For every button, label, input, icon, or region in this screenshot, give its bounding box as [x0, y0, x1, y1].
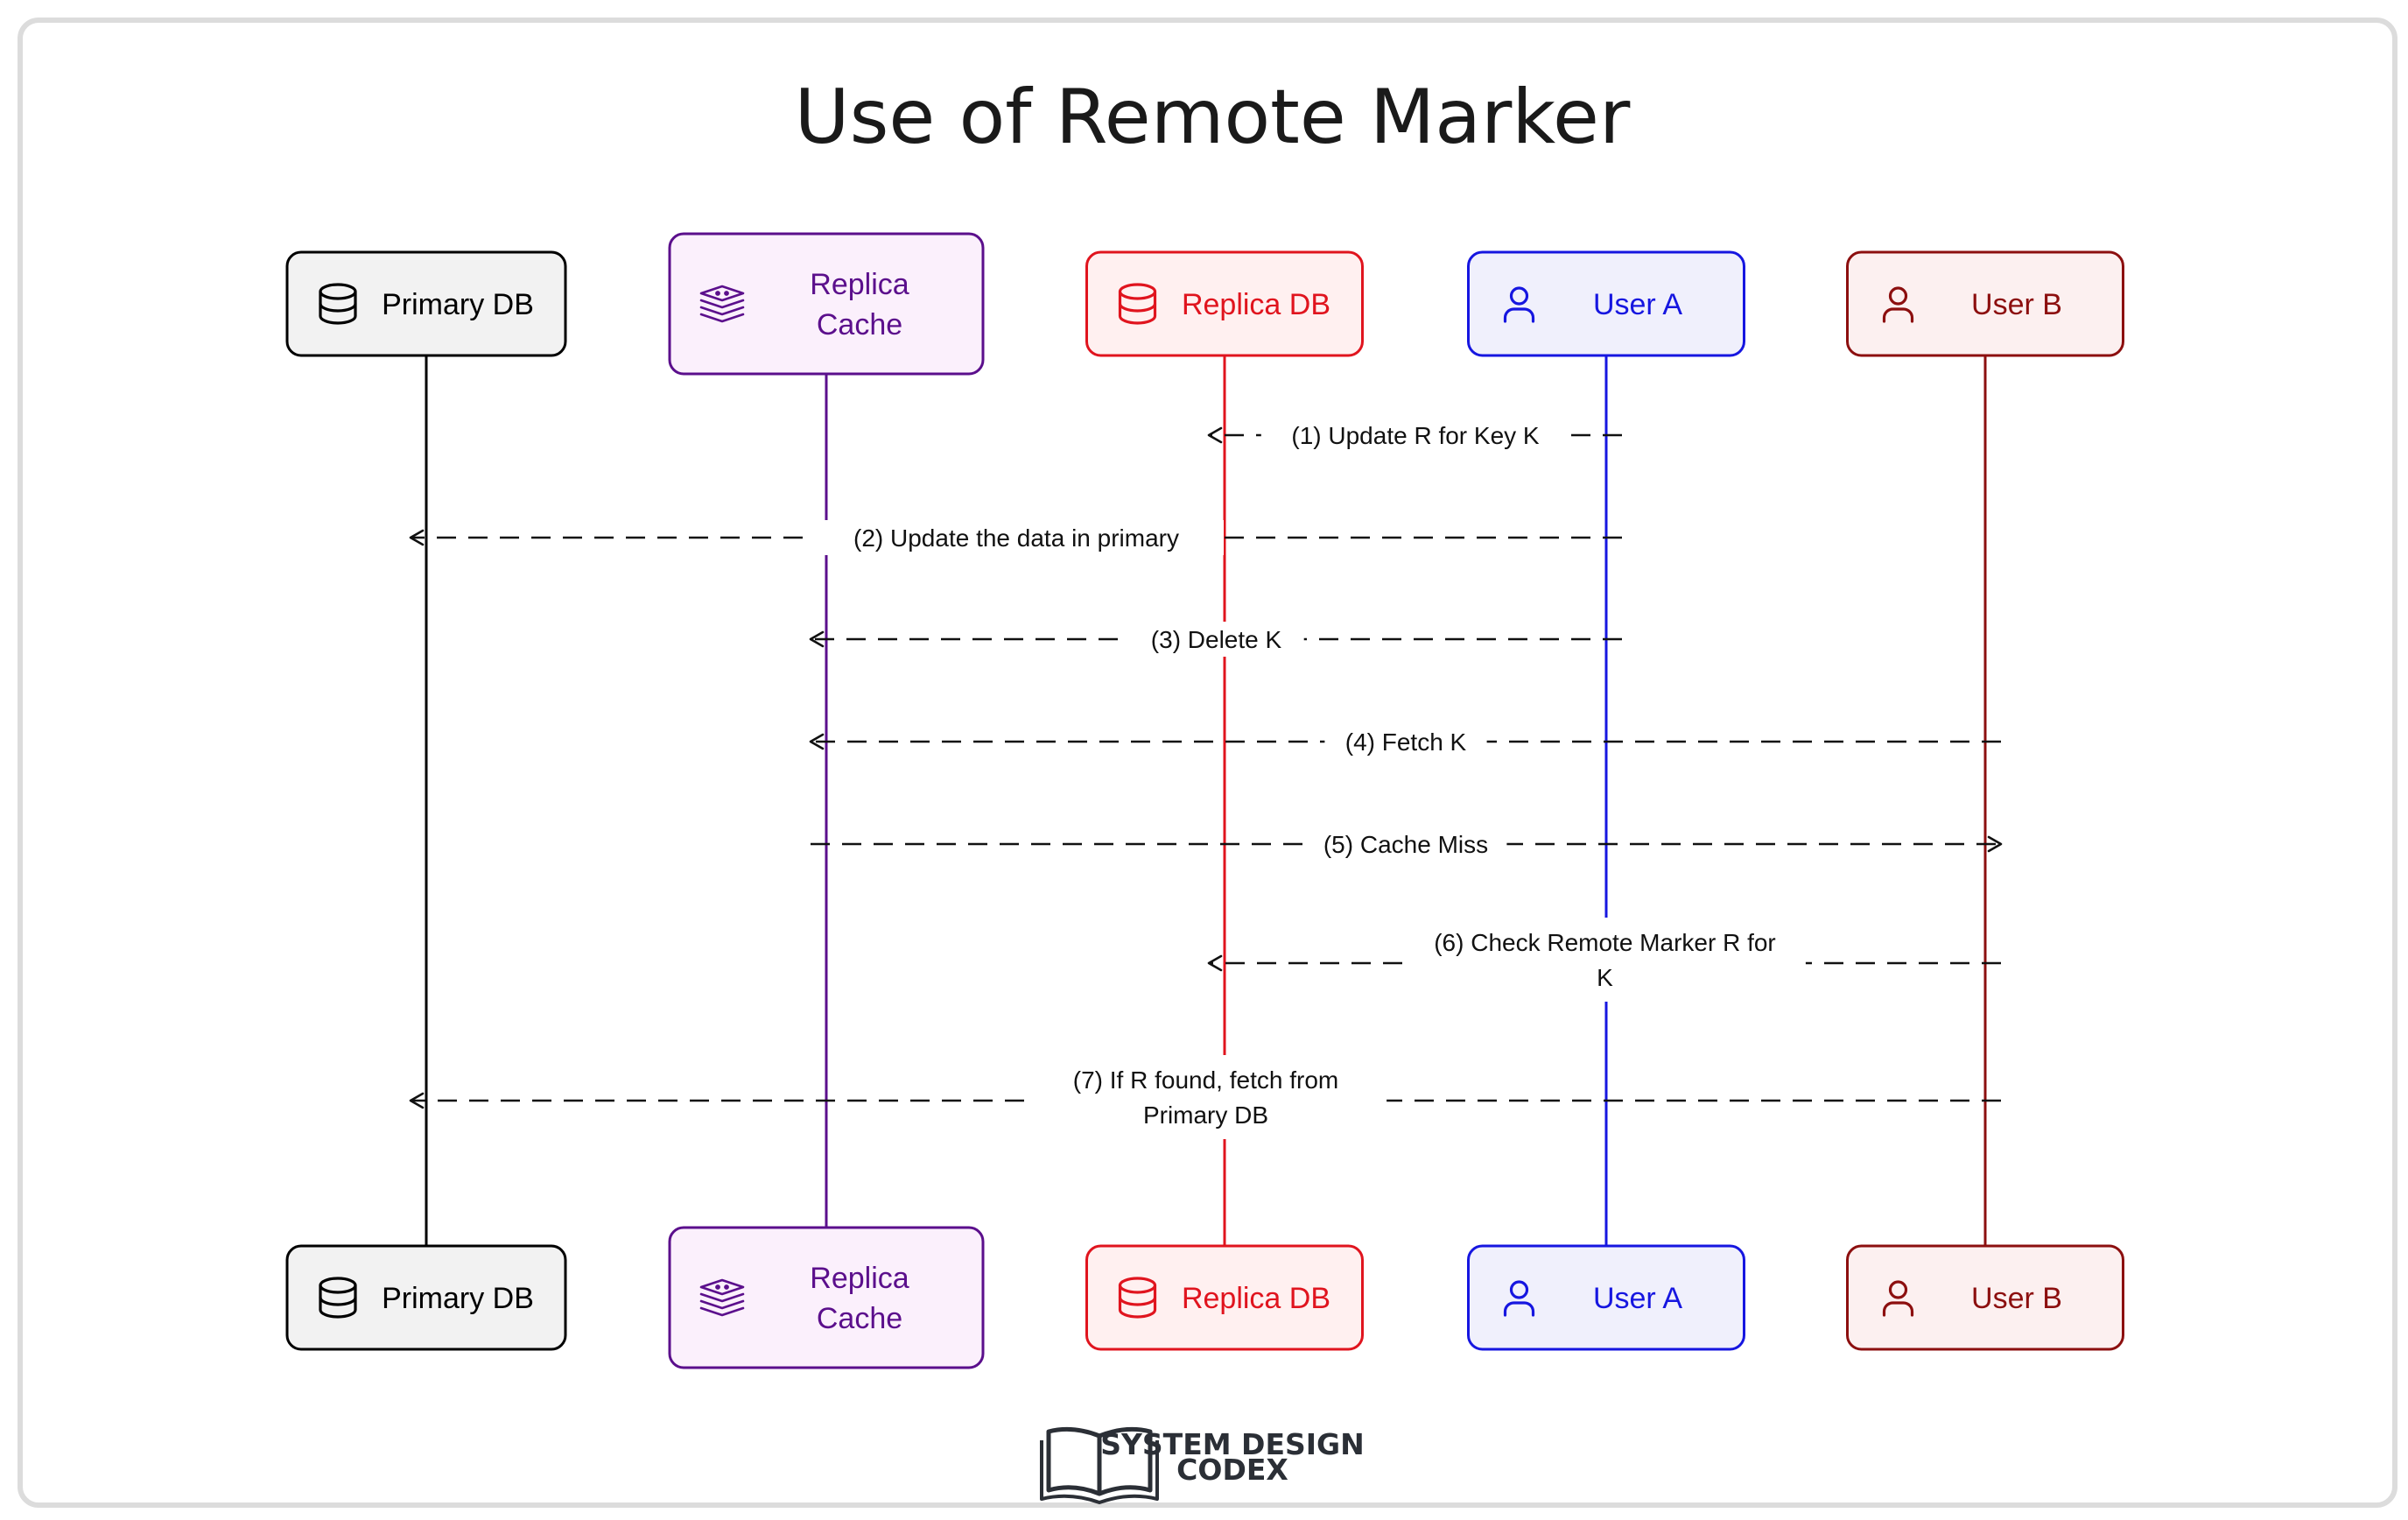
arrowhead-icon	[409, 1092, 425, 1109]
arrowhead-icon	[409, 529, 425, 546]
message-4: (4) Fetch K	[809, 724, 2001, 759]
participant-primary-db-bottom: Primary DB	[285, 1244, 567, 1351]
message-label-bg	[809, 520, 1224, 555]
message-label: (7) If R found, fetch from	[1073, 1066, 1338, 1094]
layers-stack-icon	[699, 1278, 745, 1317]
participant-label: Replica	[810, 1262, 909, 1295]
message-1: (1) Update R for Key K	[1207, 418, 1622, 453]
participant-label: User A	[1593, 1282, 1682, 1315]
message-label: (2) Update the data in primary	[853, 524, 1179, 552]
arrowhead-icon	[809, 733, 825, 750]
database-icon	[319, 1277, 357, 1319]
database-icon	[1118, 283, 1157, 325]
open-book-icon	[1040, 1426, 1159, 1504]
message-label-bg	[1304, 827, 1507, 862]
diagram-title: Use of Remote Marker	[795, 74, 1631, 161]
participant-user-b-bottom: User B	[1846, 1244, 2124, 1351]
database-icon	[1118, 1277, 1157, 1319]
participant-user-b-top: User B	[1846, 250, 2124, 357]
database-icon	[319, 283, 357, 325]
arrowhead-icon	[1207, 954, 1223, 972]
message-label: K	[1597, 964, 1613, 991]
message-label: (1) Update R for Key K	[1291, 422, 1540, 449]
message-label-bg	[1260, 418, 1570, 453]
logo-text-line2: CODEX	[1176, 1453, 1288, 1487]
arrowhead-icon	[1987, 835, 2003, 853]
participant-label: Cache	[817, 1302, 902, 1335]
message-2: (2) Update the data in primary	[409, 520, 1622, 555]
message-label-bg	[1404, 918, 1806, 1002]
participant-label: User A	[1593, 288, 1682, 321]
message-label: (5) Cache Miss	[1323, 831, 1488, 858]
participant-label: Primary DB	[382, 1282, 534, 1315]
layers-stack-icon	[699, 285, 745, 323]
user-icon	[1882, 1280, 1914, 1317]
message-label: Primary DB	[1143, 1101, 1268, 1129]
message-label: (3) Delete K	[1151, 626, 1282, 653]
logo-text-line1: SYSTEM DESIGN	[1100, 1427, 1365, 1461]
user-icon	[1503, 286, 1535, 323]
user-icon	[1503, 1280, 1535, 1317]
participant-replica-db-top: Replica DB	[1085, 250, 1364, 357]
message-label: (4) Fetch K	[1345, 728, 1467, 756]
participant-primary-db-top: Primary DB	[285, 250, 567, 357]
message-3: (3) Delete K	[809, 622, 1622, 657]
participant-label: Replica DB	[1182, 1282, 1330, 1315]
message-label-bg	[1024, 1055, 1387, 1139]
message-label-bg	[1128, 622, 1304, 657]
participant-label: Cache	[817, 308, 902, 341]
participant-label: Replica	[810, 268, 909, 301]
arrowhead-icon	[809, 630, 825, 648]
participant-label: Replica DB	[1182, 288, 1330, 321]
message-5: (5) Cache Miss	[811, 827, 2003, 862]
message-label: (6) Check Remote Marker R for	[1434, 929, 1776, 956]
participant-label: Primary DB	[382, 288, 534, 321]
user-icon	[1882, 286, 1914, 323]
participant-label: User B	[1971, 288, 2062, 321]
messages: (1) Update R for Key K (2) Update the dat…	[409, 418, 2003, 1139]
lifelines	[425, 355, 1987, 1246]
participant-replica-db-bottom: Replica DB	[1085, 1244, 1364, 1351]
participant-label: User B	[1971, 1282, 2062, 1315]
participant-user-a-top: User A	[1467, 250, 1745, 357]
participant-user-a-bottom: User A	[1467, 1244, 1745, 1351]
message-label-bg	[1324, 724, 1487, 759]
arrowhead-icon	[1207, 426, 1223, 444]
